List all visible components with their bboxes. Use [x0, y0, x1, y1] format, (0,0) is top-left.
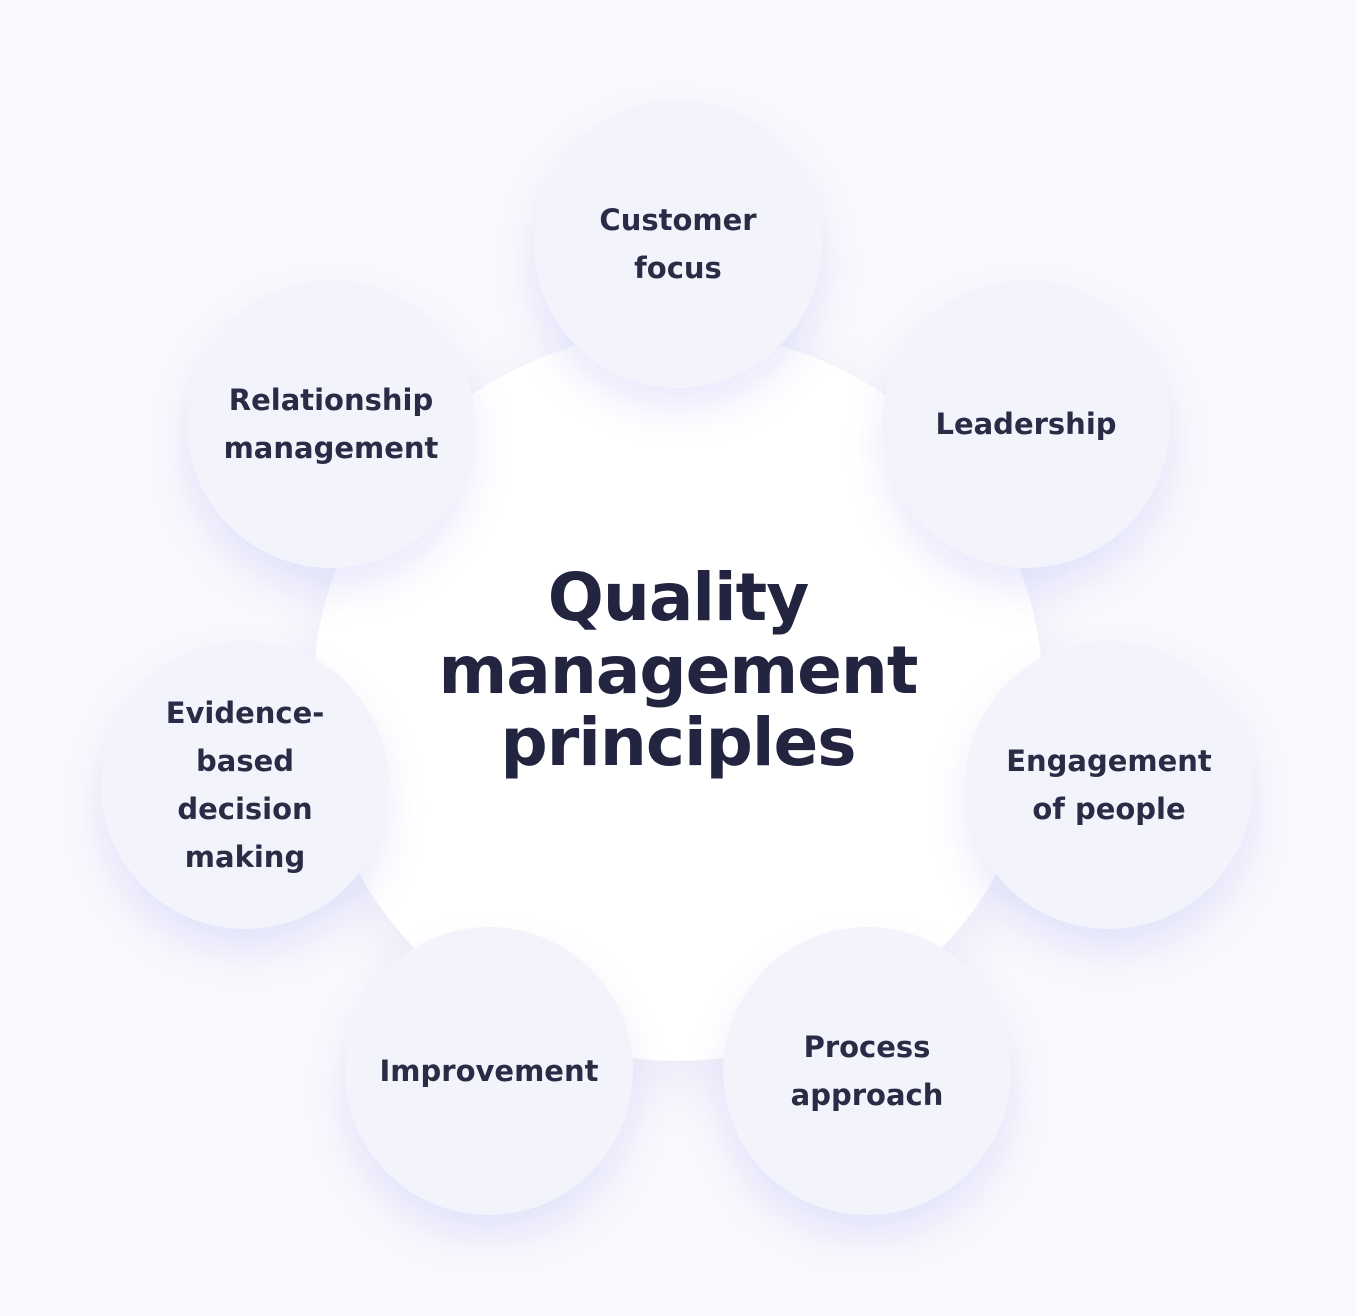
principle-node-leadership: Leadership — [882, 280, 1170, 568]
principle-node-evidence-based-decision-making: Evidence-based decision making — [101, 641, 389, 929]
principle-node-relationship-management: Relationship management — [187, 280, 475, 568]
principle-node-engagement-of-people: Engagement of people — [965, 641, 1253, 929]
principle-node-improvement: Improvement — [345, 927, 633, 1215]
principle-label: Evidence-based decision making — [165, 696, 325, 874]
diagram-title: Quality management principles — [438, 559, 919, 782]
principle-node-customer-focus: Customer focus — [534, 100, 822, 388]
principle-label: Improvement — [379, 1054, 599, 1088]
principle-node-process-approach: Process approach — [723, 927, 1011, 1215]
principle-label: Engagement of people — [1006, 744, 1212, 826]
principle-label: Process approach — [790, 1030, 944, 1112]
principle-label: Leadership — [935, 407, 1117, 441]
principle-label: Customer focus — [599, 203, 757, 285]
principle-label: Relationship management — [223, 383, 439, 465]
